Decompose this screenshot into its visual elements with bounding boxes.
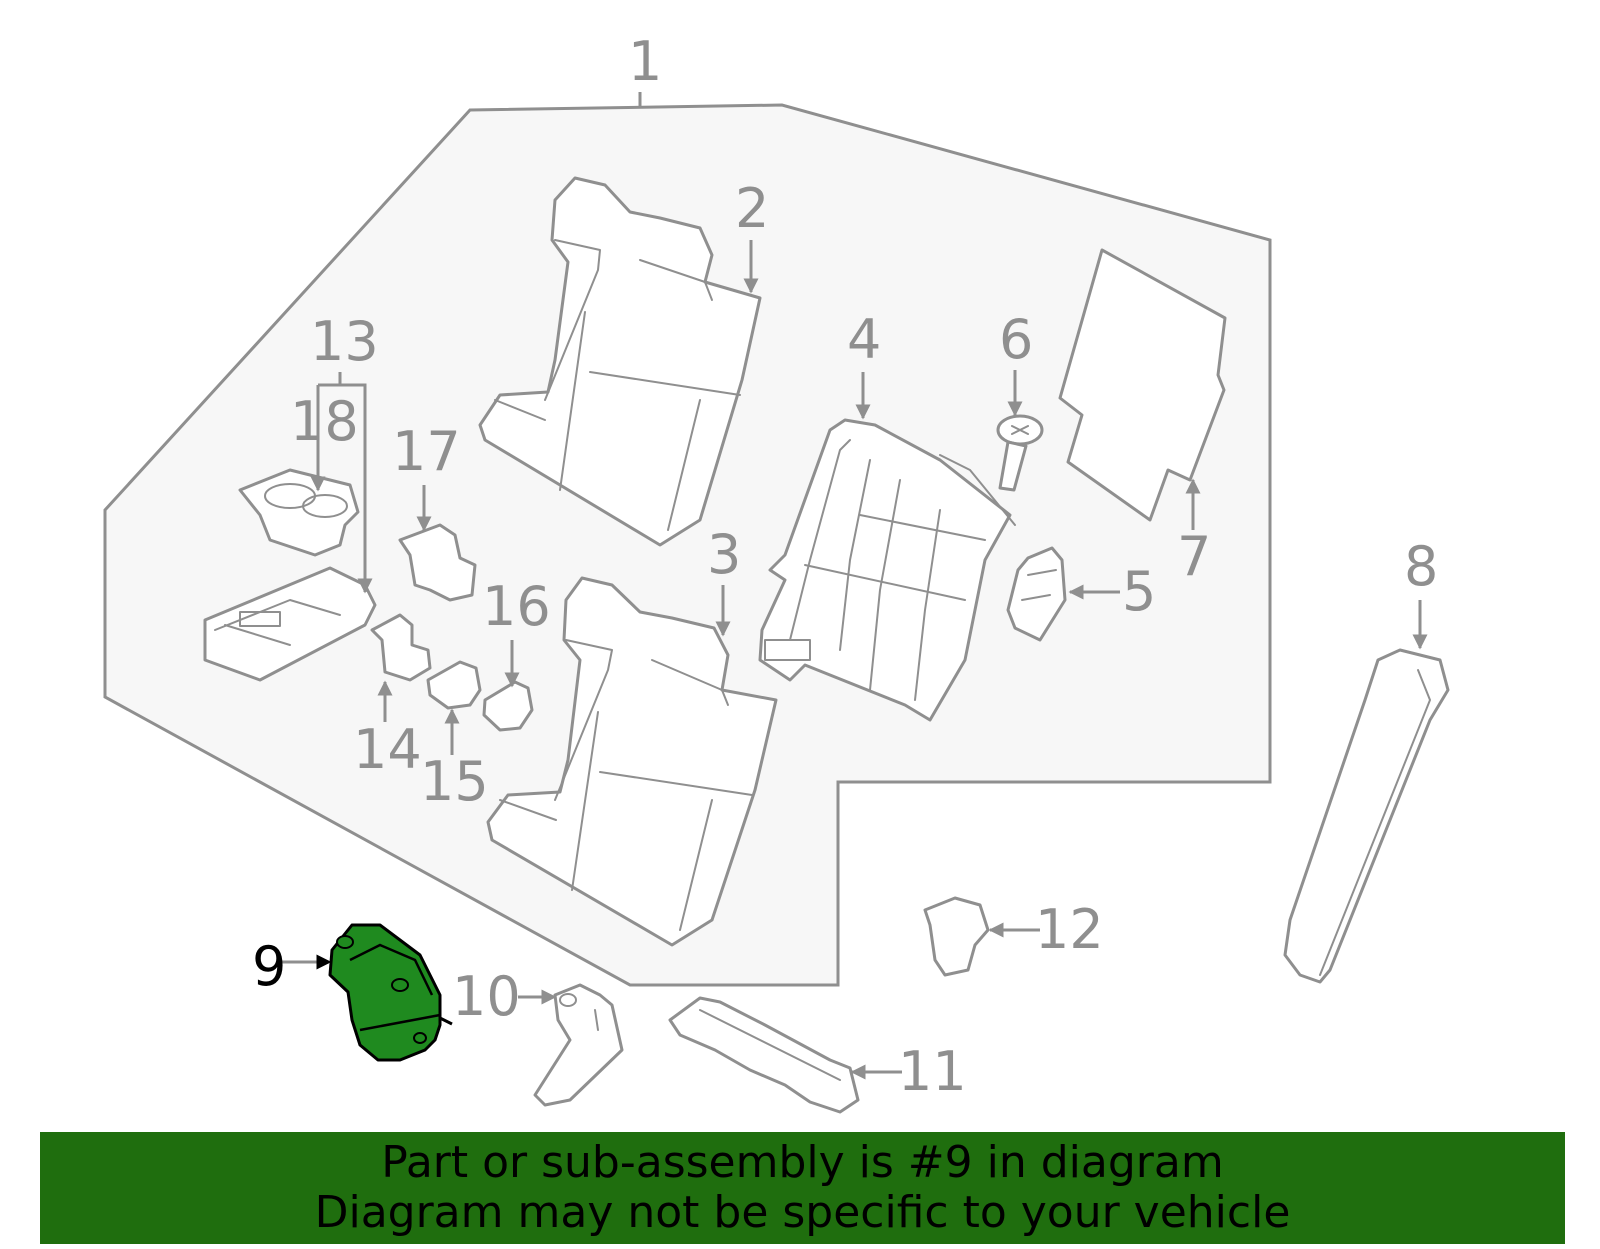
bracket-12 [923,896,990,977]
callout-16: 16 [482,575,551,638]
callout-14: 14 [353,718,422,781]
callout-1: 1 [628,30,662,93]
callout-18: 18 [290,390,359,453]
callout-3: 3 [707,523,741,586]
info-banner: Part or sub-assembly is #9 in diagram Di… [40,1132,1565,1244]
callout-15: 15 [420,750,489,813]
callout-11: 11 [898,1040,967,1103]
callout-8: 8 [1404,535,1438,598]
callout-9: 9 [252,935,286,998]
callout-6: 6 [999,308,1033,371]
armrest [203,566,377,682]
bolt [996,414,1044,492]
seat-back-upper [478,176,762,547]
callout-4: 4 [847,308,881,371]
callout-5: 5 [1122,560,1156,623]
banner-line-1: Part or sub-assembly is #9 in diagram [381,1137,1224,1188]
banner-line-2: Diagram may not be specific to your vehi… [314,1187,1291,1238]
bracket-17 [398,523,477,602]
rear-panel [1058,248,1227,522]
hinge-bracket [533,983,624,1107]
callout-17: 17 [392,420,461,483]
seat-back-lower [486,576,778,947]
seat-frame [758,418,1016,722]
callout-13: 13 [310,310,379,373]
assembly-boundary [103,103,1272,987]
callout-2: 2 [735,177,769,240]
highlighted-part-9 [328,923,453,1062]
callout-10: 10 [452,965,521,1028]
callout-12: 12 [1035,898,1104,961]
cap-15 [426,660,482,710]
callout-7: 7 [1177,525,1211,588]
seat-rail [668,996,860,1114]
latch-cover [1006,546,1067,642]
clip-14 [370,613,432,682]
side-trim-cover [1283,648,1450,984]
